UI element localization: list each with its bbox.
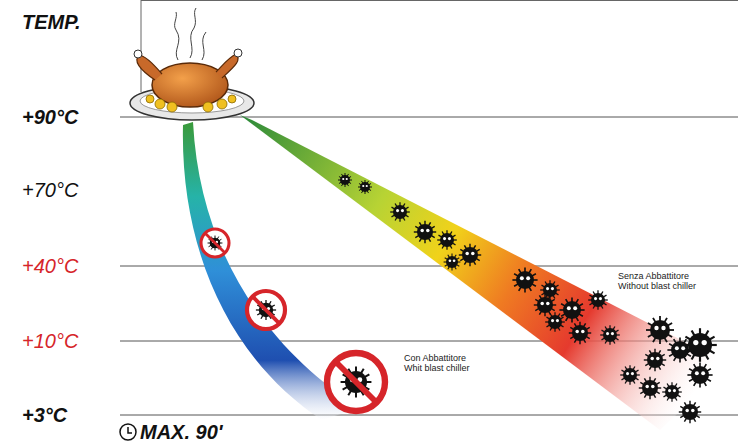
prohibition-sign: [201, 229, 229, 257]
frame-line: [141, 0, 738, 92]
series-label: Without blast chiller: [618, 282, 696, 291]
time-label: MAX. 90': [140, 422, 223, 442]
series-label: Senza Abbattitore: [618, 272, 689, 281]
axis-title: TEMP.: [22, 12, 81, 32]
bacterium: [644, 349, 666, 371]
bacterium: [646, 316, 674, 344]
series-label: Con Abbattitore: [404, 354, 466, 363]
prohibition-sign: [327, 353, 385, 411]
bacterium: [639, 377, 661, 399]
bacterium: [545, 312, 565, 332]
bacterium: [444, 254, 461, 271]
bacterium: [588, 290, 608, 310]
bacterium: [569, 322, 591, 344]
bacterium: [683, 328, 717, 362]
temperature-label: +40°C: [22, 256, 78, 276]
bacterium: [358, 180, 372, 194]
bacterium: [534, 294, 556, 316]
bacterium: [559, 297, 584, 322]
prohibition-sign: [247, 291, 285, 329]
unchilled-band: [240, 115, 730, 430]
temperature-label: +70°C: [22, 180, 78, 200]
bacterium: [662, 382, 682, 402]
temperature-label: +3°C: [22, 405, 67, 425]
temperature-label: +90°C: [22, 107, 78, 127]
bacterium: [512, 267, 537, 292]
no-bacteria-signs: [201, 229, 385, 411]
bacterium: [687, 362, 712, 387]
bacterium: [414, 221, 436, 243]
bacterium: [620, 365, 640, 385]
bacterium: [600, 325, 620, 345]
bacterium: [540, 280, 560, 300]
series-label: Whit blast chiller: [404, 364, 470, 373]
temperature-label: +10°C: [22, 331, 78, 351]
bacterium: [459, 244, 481, 266]
bacterium: [437, 230, 457, 250]
bacterium: [390, 202, 410, 222]
bacterium: [679, 401, 701, 423]
bacteria: [338, 173, 717, 423]
roast-turkey: [130, 8, 254, 120]
bacterium: [338, 173, 352, 187]
clock-icon: [120, 424, 136, 440]
